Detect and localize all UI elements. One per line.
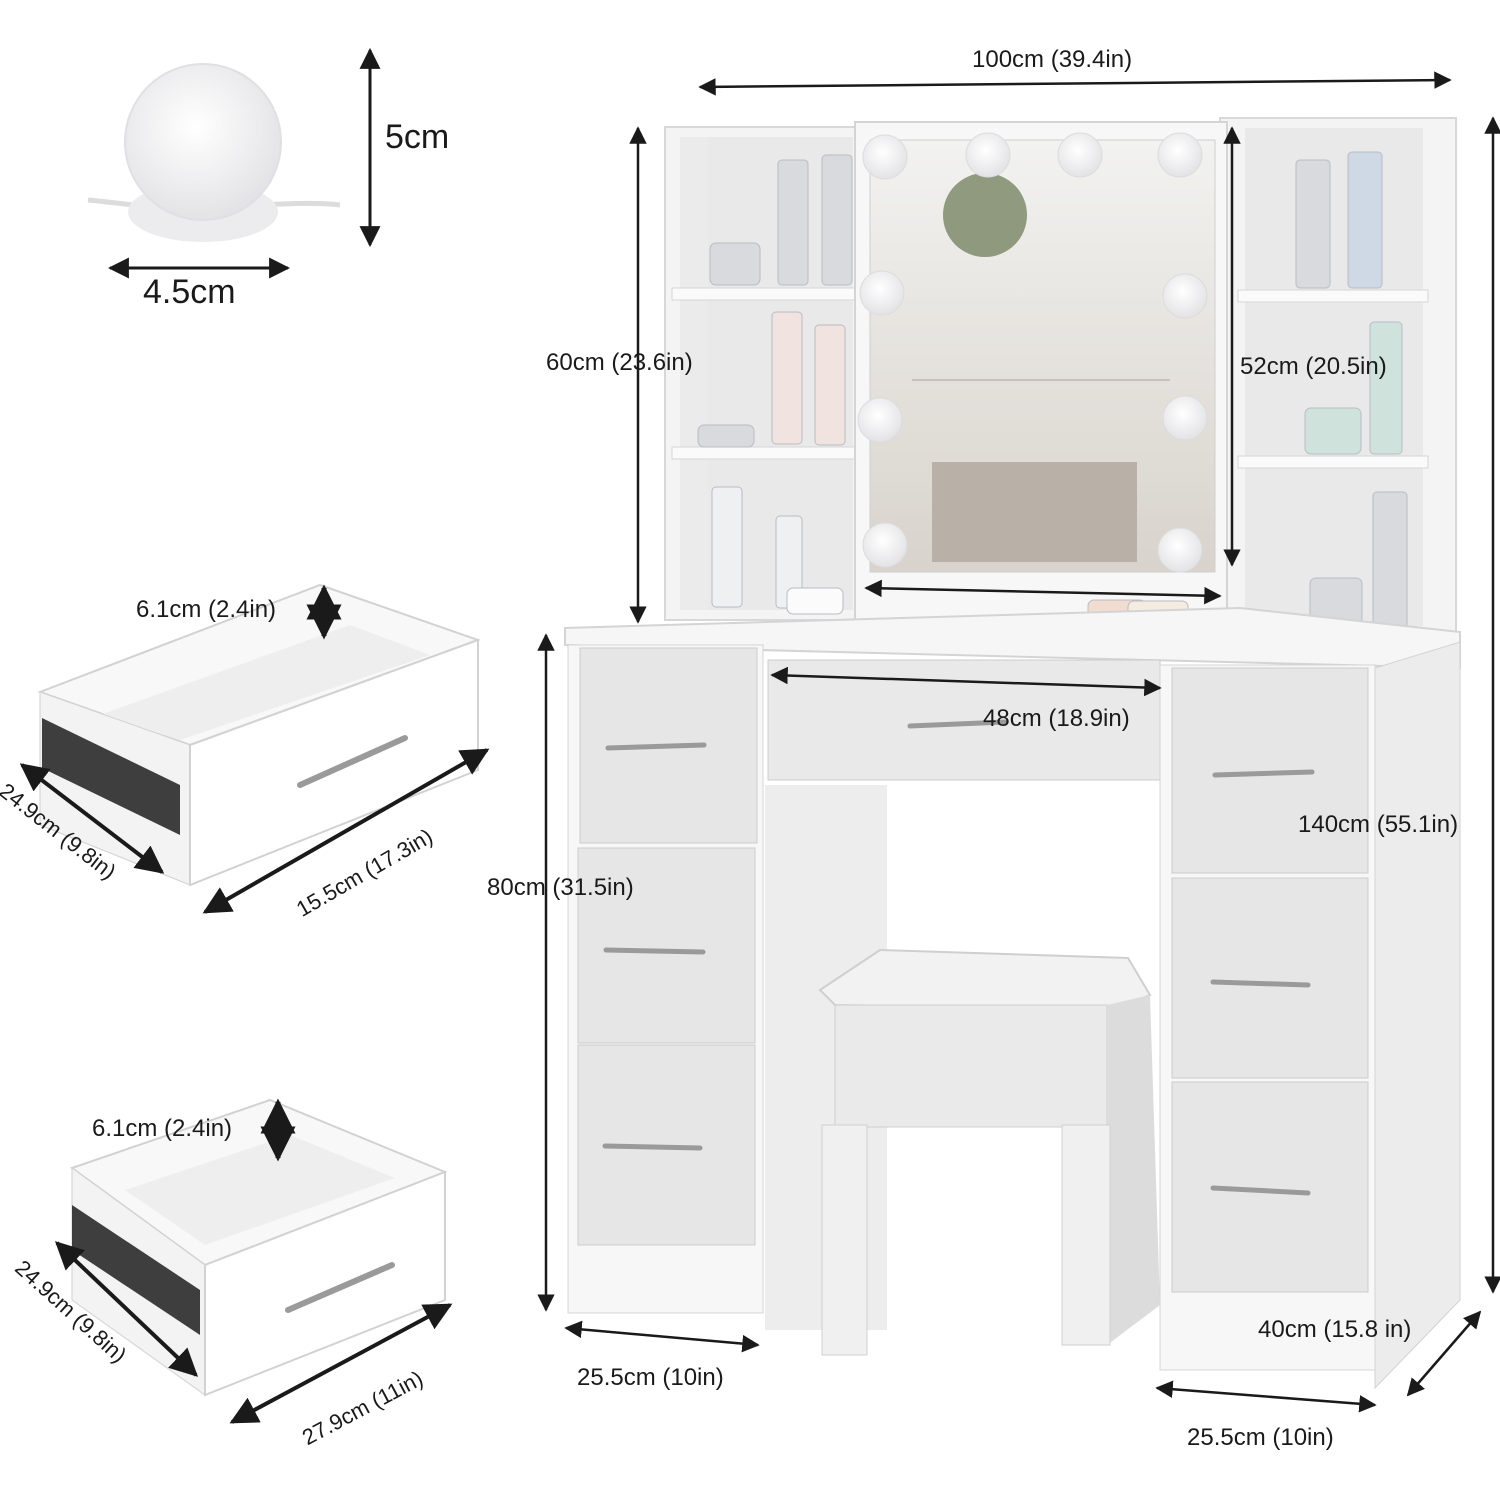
mirror-bulb-6 bbox=[1162, 273, 1208, 319]
drawer-1-width-arrow bbox=[202, 748, 490, 914]
drawer-2-width-arrow bbox=[229, 1303, 453, 1424]
left-shelf-board-1 bbox=[671, 287, 858, 301]
desk-right-side bbox=[1374, 641, 1461, 1390]
mirror-bulb-8 bbox=[1162, 395, 1208, 441]
mirror-width-arrow bbox=[770, 666, 1162, 697]
left-shelf-side bbox=[680, 137, 708, 610]
mirror-bulb-10 bbox=[1157, 527, 1203, 573]
mirror-reflection-bed bbox=[932, 462, 1137, 562]
right-drawer-2 bbox=[1171, 877, 1369, 1079]
left-drawer-1-handle bbox=[605, 742, 707, 751]
mirror-bulb-2 bbox=[965, 132, 1011, 178]
depth-label: 40cm (15.8 in) bbox=[1258, 1316, 1412, 1343]
total-width-arrow bbox=[698, 71, 1452, 96]
drawer-1-depth-arrow bbox=[19, 763, 165, 874]
drawer-1-floor bbox=[100, 625, 430, 740]
stool-cushion-front bbox=[834, 1004, 1108, 1128]
right-drawer-3-handle bbox=[1210, 1185, 1311, 1196]
stool bbox=[818, 948, 1160, 1356]
drawer-2-depth-arrow bbox=[54, 1241, 199, 1377]
stool-right-leg bbox=[1061, 1124, 1111, 1346]
bulb-width-label: 4.5cm bbox=[143, 273, 236, 311]
right-drawer-1-handle bbox=[1212, 769, 1315, 778]
total-width-label: 100cm (39.4in) bbox=[972, 46, 1133, 73]
cosmetic-bottles bbox=[697, 151, 1408, 629]
hutch-height-label: 60cm (23.6in) bbox=[546, 349, 693, 376]
bulb-detail bbox=[87, 47, 381, 279]
mirror-width-bottom-arrow bbox=[864, 579, 1222, 605]
mirror-bulb-1 bbox=[862, 134, 908, 180]
stool-left-leg bbox=[821, 1124, 868, 1356]
mirror-bulb-4 bbox=[1157, 132, 1203, 178]
right-cabinet-width-label: 25.5cm (10in) bbox=[1187, 1424, 1334, 1451]
right-drawer-3 bbox=[1171, 1081, 1369, 1293]
left-drawer-3-handle bbox=[602, 1143, 703, 1151]
mirror-height-label: 52cm (20.5in) bbox=[1240, 353, 1387, 380]
left-drawer-2-handle bbox=[603, 947, 706, 955]
mirror-bulb-3 bbox=[1057, 132, 1103, 178]
drawer-2-handle bbox=[285, 1262, 395, 1313]
drawer-2-height-label: 6.1cm (2.4in) bbox=[92, 1115, 233, 1142]
dimension-arrows bbox=[19, 71, 1500, 1424]
left-cabinet-width-arrow bbox=[564, 1320, 760, 1353]
right-cabinet-width-arrow bbox=[1155, 1380, 1377, 1413]
vanity-hutch bbox=[664, 117, 1457, 635]
right-shelf-board-1 bbox=[1237, 289, 1429, 303]
left-drawer-2 bbox=[577, 847, 756, 1044]
total-height-label: 140cm (55.1in) bbox=[1298, 811, 1459, 838]
stool-cushion-top bbox=[818, 948, 1152, 1012]
desk-height-label: 80cm (31.5in) bbox=[487, 874, 634, 901]
left-shelf-board-2 bbox=[671, 446, 858, 460]
depth-arrow bbox=[1406, 1310, 1482, 1397]
left-cabinet-width-label: 25.5cm (10in) bbox=[577, 1364, 724, 1391]
drawer-2-floor bbox=[125, 1135, 395, 1245]
stool-side bbox=[1107, 995, 1160, 1345]
mirror-bulb-9 bbox=[862, 522, 908, 568]
right-drawer-1 bbox=[1171, 667, 1369, 874]
bulb-height-label: 5cm bbox=[385, 118, 450, 156]
drawer-1-height-label: 6.1cm (2.4in) bbox=[136, 596, 277, 623]
mirror-reflection-plant bbox=[943, 173, 1027, 257]
vanity-desk bbox=[564, 606, 1461, 1390]
mirror-bulb-7 bbox=[857, 397, 903, 443]
right-shelf-board-2 bbox=[1237, 455, 1429, 469]
right-drawer-2-handle bbox=[1210, 979, 1311, 988]
mirror-width-label: 48cm (18.9in) bbox=[983, 705, 1130, 732]
center-drawer-handle bbox=[907, 719, 1008, 729]
mirror-bulb-5 bbox=[859, 270, 905, 316]
bulb-globe bbox=[124, 63, 282, 221]
